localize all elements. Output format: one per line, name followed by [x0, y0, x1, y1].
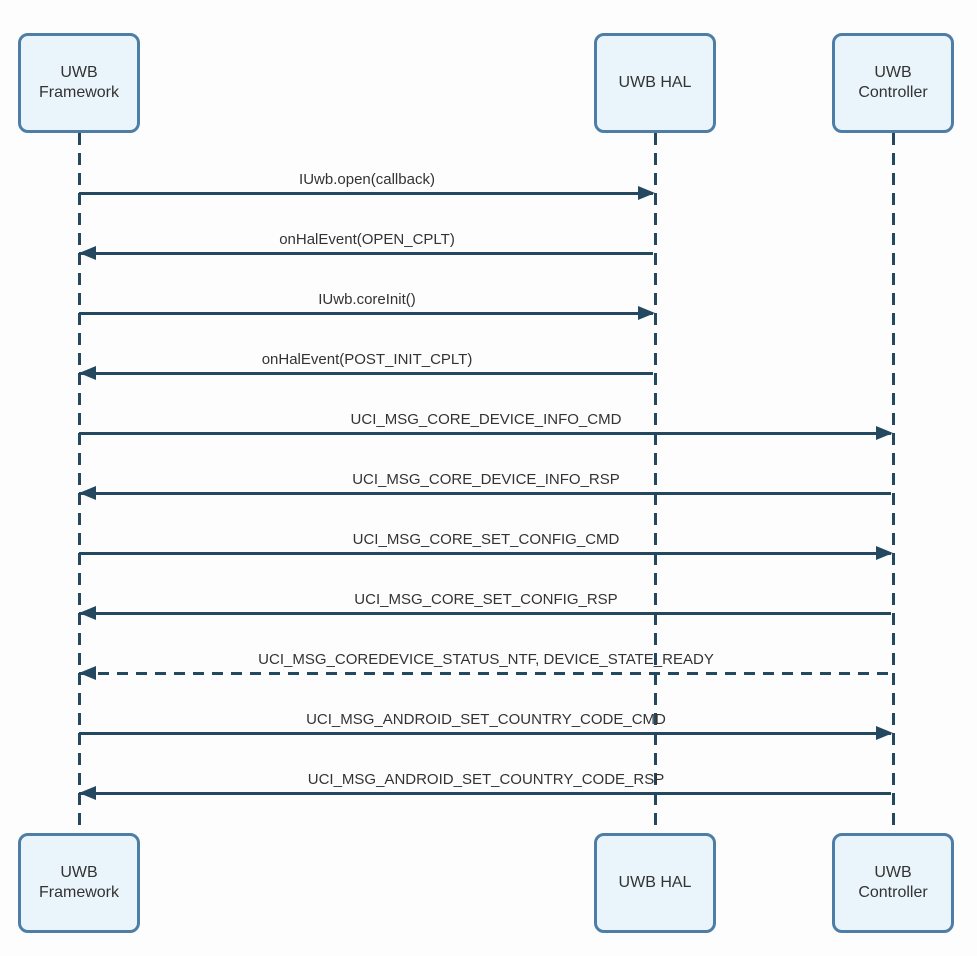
message-line: [79, 251, 653, 255]
message-line: [79, 791, 891, 795]
message-label: UCI_MSG_CORE_SET_CONFIG_RSP: [354, 591, 618, 608]
actor-box-bottom-uwb-framework: UWB Framework: [18, 833, 140, 933]
arrowhead-icon: [876, 726, 893, 740]
message-line: [79, 491, 891, 495]
lifeline-uwb-controller: [891, 133, 895, 833]
message-line: [79, 191, 653, 195]
message-line: [79, 671, 891, 675]
actor-label-top-uwb-hal: UWB HAL: [618, 74, 692, 91]
arrowhead-icon: [79, 786, 96, 800]
lifeline-uwb-framework: [77, 133, 81, 833]
message-label: UCI_MSG_CORE_DEVICE_INFO_CMD: [350, 411, 622, 428]
message-label: UCI_MSG_CORE_SET_CONFIG_CMD: [352, 531, 620, 548]
arrowhead-icon: [876, 426, 893, 440]
arrowhead-icon: [79, 246, 96, 260]
message-line: [79, 371, 653, 375]
actor-label-bottom-uwb-framework: UWB Framework: [38, 864, 119, 901]
message-label: UCI_MSG_ANDROID_SET_COUNTRY_CODE_RSP: [307, 771, 665, 788]
arrowhead-icon: [876, 546, 893, 560]
message-line: [79, 551, 891, 555]
message-label: UCI_MSG_ANDROID_SET_COUNTRY_CODE_CMD: [306, 711, 666, 728]
message-label: onHalEvent(POST_INIT_CPLT): [261, 351, 473, 368]
actor-box-top-uwb-hal: UWB HAL: [594, 33, 716, 133]
message-label: IUwb.coreInit(): [318, 291, 416, 308]
actor-box-bottom-uwb-controller: UWB Controller: [832, 833, 954, 933]
message-label: onHalEvent(OPEN_CPLT): [279, 231, 455, 248]
message-label: UCI_MSG_COREDEVICE_STATUS_NTF, DEVICE_ST…: [258, 651, 714, 668]
message-label: IUwb.open(callback): [299, 171, 435, 188]
message-line: [79, 311, 653, 315]
arrowhead-icon: [79, 366, 96, 380]
message-line: [79, 431, 891, 435]
actor-box-top-uwb-controller: UWB Controller: [832, 33, 954, 133]
arrowhead-icon: [79, 606, 96, 620]
message-line: [79, 611, 891, 615]
actor-label-bottom-uwb-hal: UWB HAL: [618, 874, 692, 891]
message-label: UCI_MSG_CORE_DEVICE_INFO_RSP: [352, 471, 620, 488]
actor-label-top-uwb-framework: UWB Framework: [38, 64, 119, 101]
actor-box-bottom-uwb-hal: UWB HAL: [594, 833, 716, 933]
lifeline-uwb-hal: [653, 133, 657, 833]
arrowhead-icon: [638, 306, 655, 320]
actor-label-bottom-uwb-controller: UWB Controller: [858, 864, 928, 901]
arrowhead-icon: [79, 486, 96, 500]
actor-label-top-uwb-controller: UWB Controller: [858, 64, 928, 101]
arrowhead-icon: [79, 666, 96, 680]
message-line: [79, 731, 891, 735]
actor-box-top-uwb-framework: UWB Framework: [18, 33, 140, 133]
arrowhead-icon: [638, 186, 655, 200]
